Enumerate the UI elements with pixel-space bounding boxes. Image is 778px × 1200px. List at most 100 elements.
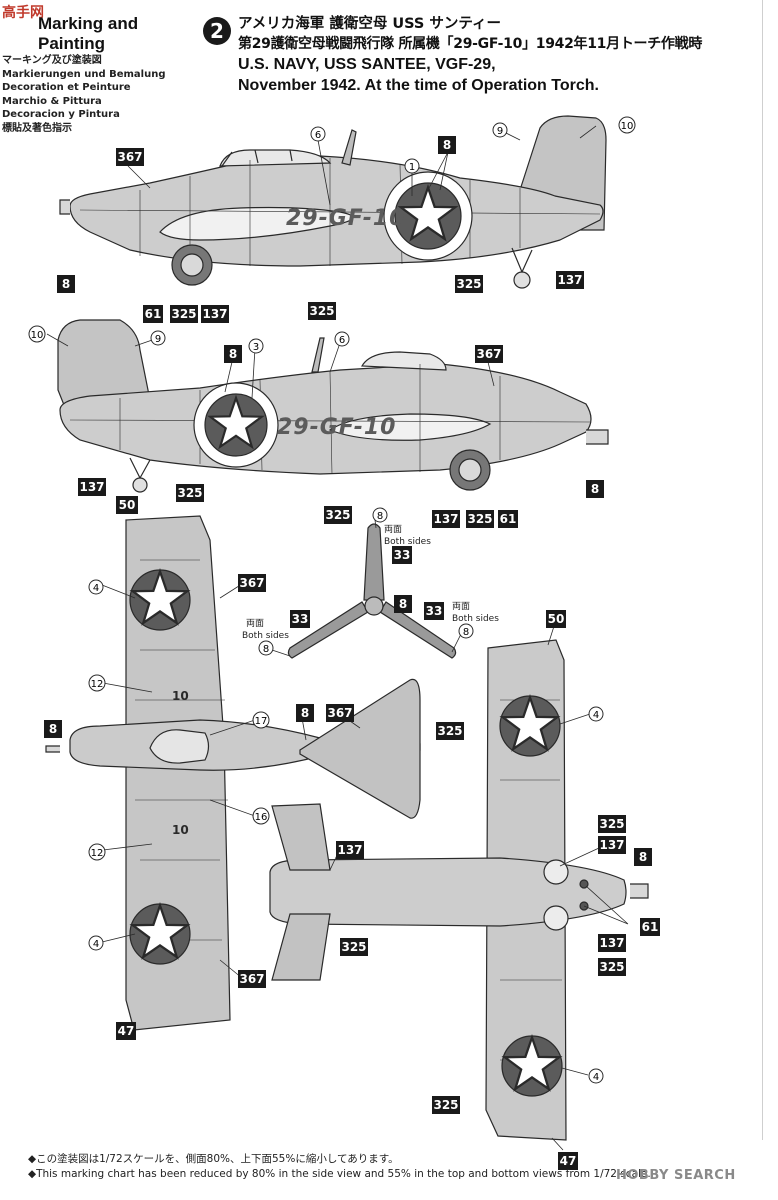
color-box-47-bottom: 47 [560,1154,577,1168]
color-box-137-b: 137 [79,480,104,494]
color-box-367-top: 367 [239,576,264,590]
color-box-8-b: 8 [229,347,237,361]
footer-note-en: ◆This marking chart has been reduced by … [28,1168,651,1180]
scheme-jp-line1: アメリカ海軍 護衛空母 USS サンティー [238,16,502,32]
color-box-8-top-tail: 8 [301,706,309,720]
color-box-8-nose: 8 [62,277,70,291]
side-code-left: 29-GF-10 [277,415,396,440]
scheme-jp-line2: 第29護衛空母戦闘飛行隊 所属機「29-GF-10」1942年11月トーチ作戦時 [238,36,703,52]
color-box-325-belly: 325 [309,304,334,318]
color-box-33: 33 [394,548,411,562]
both-sides-jp-3: 両面 [452,601,470,612]
color-box-367-top-tail: 367 [327,706,352,720]
side-view-left [57,319,609,493]
callout-8-prop-left: 8 [263,644,269,655]
color-box-137: 137 [202,307,227,321]
callout-10: 10 [621,121,634,132]
color-box-8-nose-b: 8 [591,482,599,496]
color-box-367-b: 367 [476,347,501,361]
both-sides-jp-1: 両面 [384,524,402,535]
color-box-137-bottom-tail: 137 [337,843,362,857]
color-box-61: 61 [145,307,162,321]
color-box-33-right: 33 [426,604,443,618]
color-box-325-tail: 325 [456,277,481,291]
color-box-325-r1: 325 [599,817,624,831]
propeller-drawing [287,523,457,659]
color-box-325-bottom-tail: 325 [341,940,366,954]
color-box-33-left: 33 [292,612,309,626]
callout-3: 3 [253,342,259,353]
callout-6: 6 [315,130,321,141]
color-box-325-belly-b: 325 [325,508,350,522]
marking-header: Marking and Painting マーキング及び塗装図 Markieru… [2,14,202,135]
part-callouts: 6 1 9 10 10 9 3 6 4 12 17 16 12 4 4 4 8 … [28,116,636,1084]
color-box-137-tail: 137 [557,273,582,287]
color-box-325-bottom-lower: 325 [433,1098,458,1112]
color-box-367-top-wing: 367 [239,972,264,986]
top-wing-code-lower: 10 [172,823,189,837]
top-view [45,515,421,1031]
callout-4-b: 4 [93,939,99,950]
callout-8-prop: 8 [377,511,383,522]
site-logo: 高手网 [2,5,44,21]
both-sides-notes: 両面 Both sides 両面 Both sides 両面 Both side… [242,524,499,641]
both-sides-en-3: Both sides [452,614,499,624]
scheme-en-line1: U.S. NAVY, USS SANTEE, VGF-29, [238,56,496,73]
side-view-right [59,115,607,289]
callout-4-c: 4 [593,710,599,721]
both-sides-jp-2: 両面 [246,618,264,629]
color-box-50-bottom: 50 [548,612,565,626]
footer-note-jp: ◆この塗装図は1/72スケールを、側面80%、上下面55%に縮小してあります。 [28,1153,399,1165]
color-box-367: 367 [117,150,142,164]
both-sides-en-2: Both sides [242,631,289,641]
callout-4-d: 4 [593,1072,599,1083]
callout-9-b: 9 [155,334,161,345]
callout-17: 17 [255,716,268,727]
callout-9: 9 [497,126,503,137]
side-code-right: 29-GF-10 [286,206,405,231]
color-box-61-bottom: 61 [642,920,659,934]
callout-4: 4 [93,583,99,594]
scheme-number-badge: 2 [203,17,231,45]
color-boxes: 367 8 8 61 325 137 325 325 137 8 367 137… [44,136,660,1170]
color-box-50: 50 [119,498,136,512]
color-box-8: 8 [443,138,451,152]
header-line-cn: 標貼及著色指示 [2,122,72,134]
callout-8-prop-right: 8 [463,627,469,638]
color-box-137-r1: 137 [599,838,624,852]
color-box-8-hub: 8 [399,597,407,611]
scheme-caption: アメリカ海軍 護衛空母 USS サンティー 第29護衛空母戦闘飛行隊 所属機「2… [238,14,778,96]
color-box-325: 325 [171,307,196,321]
callout-6-b: 6 [339,335,345,346]
color-box-325-r2: 325 [599,960,624,974]
callout-10-b: 10 [31,330,44,341]
color-box-137-r2: 137 [599,936,624,950]
color-box-325-c: 325 [467,512,492,526]
color-box-137-c: 137 [433,512,458,526]
color-box-325-b: 325 [177,486,202,500]
color-box-8-bottom-nose: 8 [639,850,647,864]
header-line-jp: マーキング及び塗装図 [2,55,102,66]
callout-1: 1 [409,162,415,173]
header-line-es: Decoracion y Pintura [2,109,120,120]
page-divider [762,0,763,1140]
color-box-325-bottom-wing: 325 [437,724,462,738]
footer-note: ◆この塗装図は1/72スケールを、側面80%、上下面55%に縮小してあります。 … [28,1152,768,1182]
bottom-view [269,639,649,1141]
callout-12: 12 [91,679,104,690]
color-box-8-top-nose: 8 [49,722,57,736]
color-box-61-b: 61 [500,512,517,526]
hobby-search-watermark: HOBBY SEARCH [616,1168,736,1183]
both-sides-en-1: Both sides [384,537,431,547]
header-line-fr: Decoration et Peinture [2,82,131,93]
callout-16: 16 [255,812,268,823]
marking-title: Marking and Painting [38,14,139,53]
scheme-en-line2: November 1942. At the time of Operation … [238,77,599,94]
top-wing-code-upper: 10 [172,689,189,703]
header-line-de: Markierungen und Bemalung [2,68,166,80]
callout-12-b: 12 [91,848,104,859]
color-box-47: 47 [118,1024,135,1038]
header-line-it: Marchio & Pittura [2,95,102,107]
